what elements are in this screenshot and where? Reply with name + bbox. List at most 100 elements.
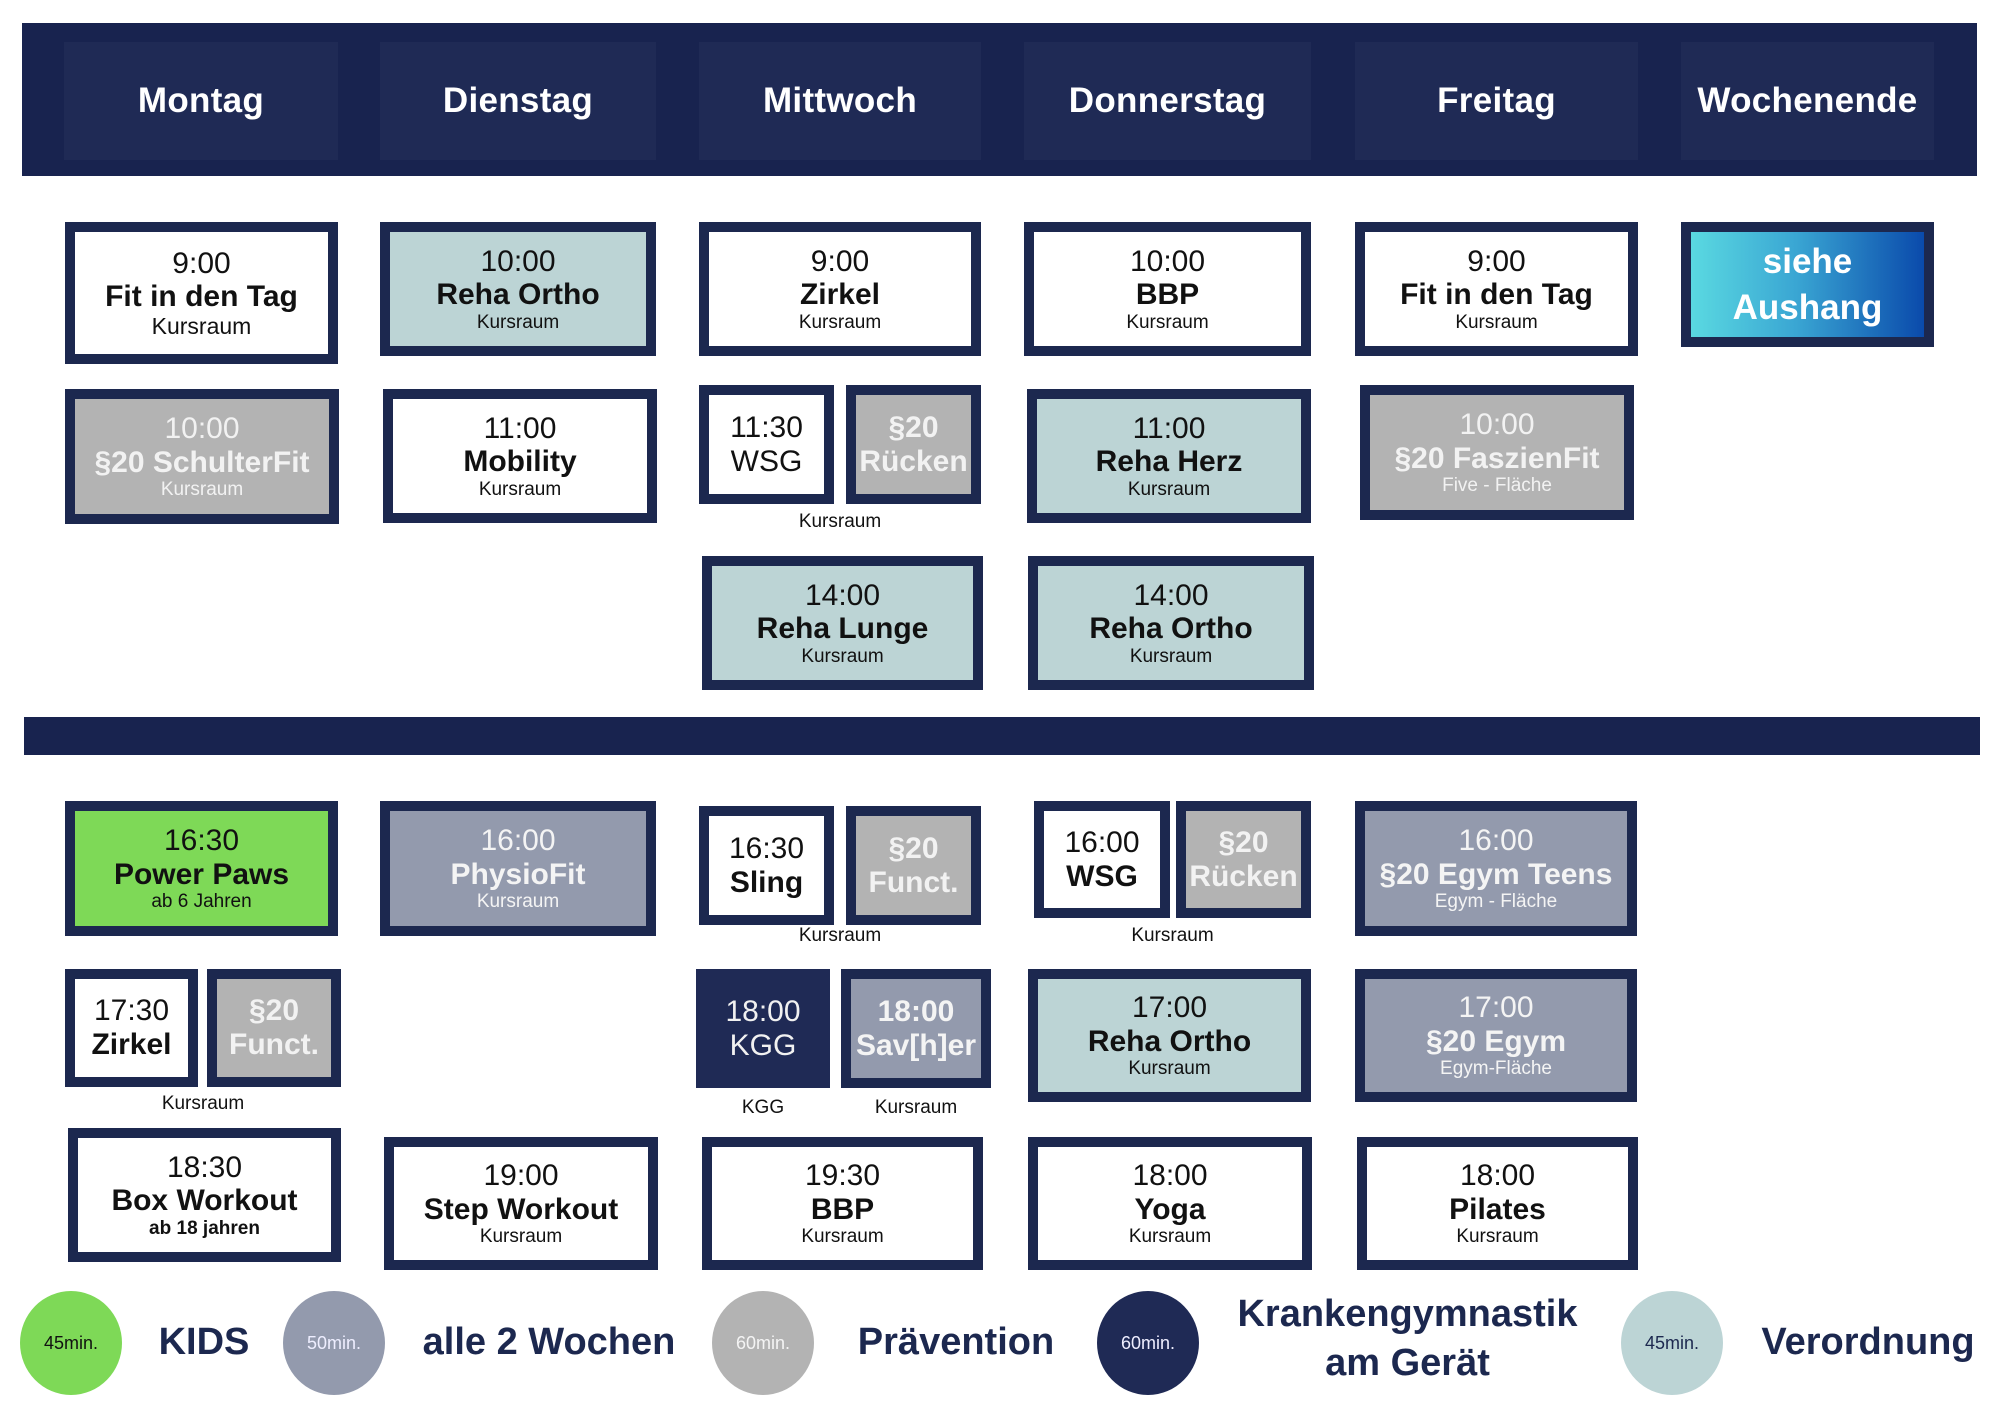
class-card[interactable]: 14:00 Reha Lunge Kursraum: [702, 556, 983, 690]
class-card[interactable]: 17:00 Reha Ortho Kursraum: [1028, 969, 1311, 1102]
class-room: Kursraum: [1128, 1226, 1212, 1248]
class-card[interactable]: 16:00 §20 Egym Teens Egym - Fläche: [1355, 801, 1637, 936]
class-time: 10:00: [1129, 244, 1206, 278]
class-time: 18:00: [725, 994, 801, 1028]
class-card[interactable]: 9:00 Fit in den Tag Kursraum: [1355, 222, 1638, 356]
class-card-split-left[interactable]: 18:00 KGG: [696, 969, 830, 1088]
class-time: 18:30: [166, 1150, 243, 1184]
class-card-split-left[interactable]: 17:30 Zirkel: [65, 969, 198, 1087]
class-time: 14:00: [804, 578, 881, 612]
class-tag: §20: [1218, 825, 1269, 859]
class-time: 18:00: [1459, 1159, 1536, 1193]
class-card[interactable]: 14:00 Reha Ortho Kursraum: [1028, 556, 1314, 690]
class-room-label: Kursraum: [874, 1097, 958, 1118]
day-header-freitag: Freitag: [1355, 42, 1638, 160]
day-header-donnerstag: Donnerstag: [1024, 42, 1311, 160]
class-name: Funct.: [229, 1028, 319, 1061]
class-name: WSG: [730, 444, 803, 478]
class-card[interactable]: 10:00 BBP Kursraum: [1024, 222, 1311, 356]
class-tag: §20: [888, 831, 939, 865]
class-room-label: KGG: [741, 1097, 785, 1118]
class-room: Kursraum: [801, 1226, 884, 1248]
class-name: Yoga: [1134, 1192, 1206, 1226]
class-time: 17:30: [93, 994, 170, 1028]
class-card-split-right[interactable]: §20 Funct.: [846, 806, 981, 925]
class-time: 10:00: [1459, 408, 1535, 442]
class-card-split-right[interactable]: 18:00 Sav[h]er: [841, 969, 991, 1088]
class-time: 16:30: [163, 824, 240, 858]
legend-label-kgg-line-1: Krankengymnastik: [1237, 1293, 1578, 1335]
class-room: Kursraum: [1129, 645, 1213, 667]
class-room: Egym-Fläche: [1440, 1058, 1552, 1080]
class-card[interactable]: 10:00 §20 SchulterFit Kursraum: [65, 389, 339, 524]
class-card-split-left[interactable]: 16:00 WSG: [1034, 801, 1170, 918]
class-card[interactable]: 11:00 Mobility Kursraum: [383, 389, 657, 523]
legend-label-praevention: Prävention: [857, 1321, 1055, 1363]
class-time: 11:00: [483, 411, 557, 445]
class-room: Kursraum: [1456, 1226, 1539, 1248]
class-name: Rücken: [1189, 859, 1298, 893]
class-card[interactable]: 16:30 Power Paws ab 6 Jahren: [65, 801, 338, 936]
class-name: Power Paws: [113, 857, 290, 891]
class-room: Kursraum: [476, 311, 560, 333]
class-name: §20 Egym: [1425, 1024, 1567, 1058]
class-time: 19:00: [483, 1159, 559, 1193]
class-card-split-right[interactable]: §20 Rücken: [1176, 801, 1311, 918]
class-card[interactable]: 10:00 Reha Ortho Kursraum: [380, 222, 656, 356]
class-time: 9:00: [1467, 244, 1526, 278]
class-room: Kursraum: [1126, 311, 1209, 333]
class-card[interactable]: 19:00 Step Workout Kursraum: [384, 1137, 658, 1270]
class-room: ab 6 Jahren: [151, 891, 252, 913]
class-time: 11:00: [1132, 411, 1206, 445]
class-time: 16:00: [480, 824, 556, 858]
class-time: 17:00: [1458, 991, 1534, 1025]
class-card-split-left[interactable]: 11:30 WSG: [699, 385, 834, 504]
class-card[interactable]: 11:00 Reha Herz Kursraum: [1027, 389, 1311, 523]
class-card[interactable]: 9:00 Fit in den Tag Kursraum: [65, 222, 338, 364]
class-name: BBP: [810, 1192, 875, 1226]
class-time: 9:00: [810, 244, 870, 278]
class-room: Five - Fläche: [1442, 475, 1552, 497]
class-room-label: Kursraum: [798, 925, 882, 946]
class-card[interactable]: 16:00 PhysioFit Kursraum: [380, 801, 656, 936]
section-divider: [24, 717, 1980, 755]
notice-line-2: Aushang: [1732, 287, 1883, 327]
class-room: Kursraum: [1455, 311, 1538, 333]
class-room: Kursraum: [479, 1226, 563, 1248]
class-card[interactable]: 18:00 Pilates Kursraum: [1357, 1137, 1638, 1270]
class-name: KGG: [729, 1028, 797, 1062]
class-name: Rücken: [859, 444, 968, 478]
class-card-split-right[interactable]: §20 Funct.: [207, 969, 341, 1087]
class-name: Reha Lunge: [756, 612, 929, 646]
class-card[interactable]: 9:00 Zirkel Kursraum: [699, 222, 981, 356]
class-card-split-left[interactable]: 16:30 Sling: [699, 806, 834, 925]
class-age-note: ab 18 jahren: [149, 1217, 260, 1239]
class-name: Step Workout: [423, 1192, 619, 1226]
class-card-split-right[interactable]: §20 Rücken: [846, 385, 981, 504]
class-time: 11:30: [730, 410, 803, 444]
weekend-notice-card[interactable]: siehe Aushang: [1681, 222, 1934, 347]
class-card[interactable]: 10:00 §20 FaszienFit Five - Fläche: [1360, 385, 1634, 520]
class-time: 18:00: [1132, 1159, 1208, 1193]
legend-label-kgg: Krankengymnastik am Gerät: [1215, 1290, 1600, 1389]
class-time: 17:00: [1131, 991, 1208, 1025]
class-room: Kursraum: [160, 479, 244, 501]
class-time: 18:00: [877, 994, 955, 1028]
class-name: Mobility: [463, 445, 577, 479]
class-name: Sling: [729, 865, 804, 899]
class-card[interactable]: 18:30 Box Workout ab 18 jahren: [68, 1128, 341, 1262]
class-card[interactable]: 17:00 §20 Egym Egym-Fläche: [1355, 969, 1637, 1102]
class-card[interactable]: 19:30 BBP Kursraum: [702, 1137, 983, 1270]
class-room: Kursraum: [476, 891, 560, 913]
class-name: Reha Ortho: [1087, 1024, 1252, 1058]
class-name: Fit in den Tag: [1400, 278, 1593, 312]
class-name: Fit in den Tag: [105, 280, 298, 314]
class-room-label: Kursraum: [161, 1093, 245, 1114]
class-room: Kursraum: [801, 645, 884, 667]
class-card[interactable]: 18:00 Yoga Kursraum: [1028, 1137, 1312, 1270]
class-tag: §20: [888, 410, 939, 444]
legend-label-alle-2-wochen: alle 2 Wochen: [422, 1321, 676, 1363]
class-name: Zirkel: [91, 1028, 172, 1061]
class-time: 16:00: [1064, 825, 1140, 859]
class-time: 19:30: [804, 1159, 881, 1193]
